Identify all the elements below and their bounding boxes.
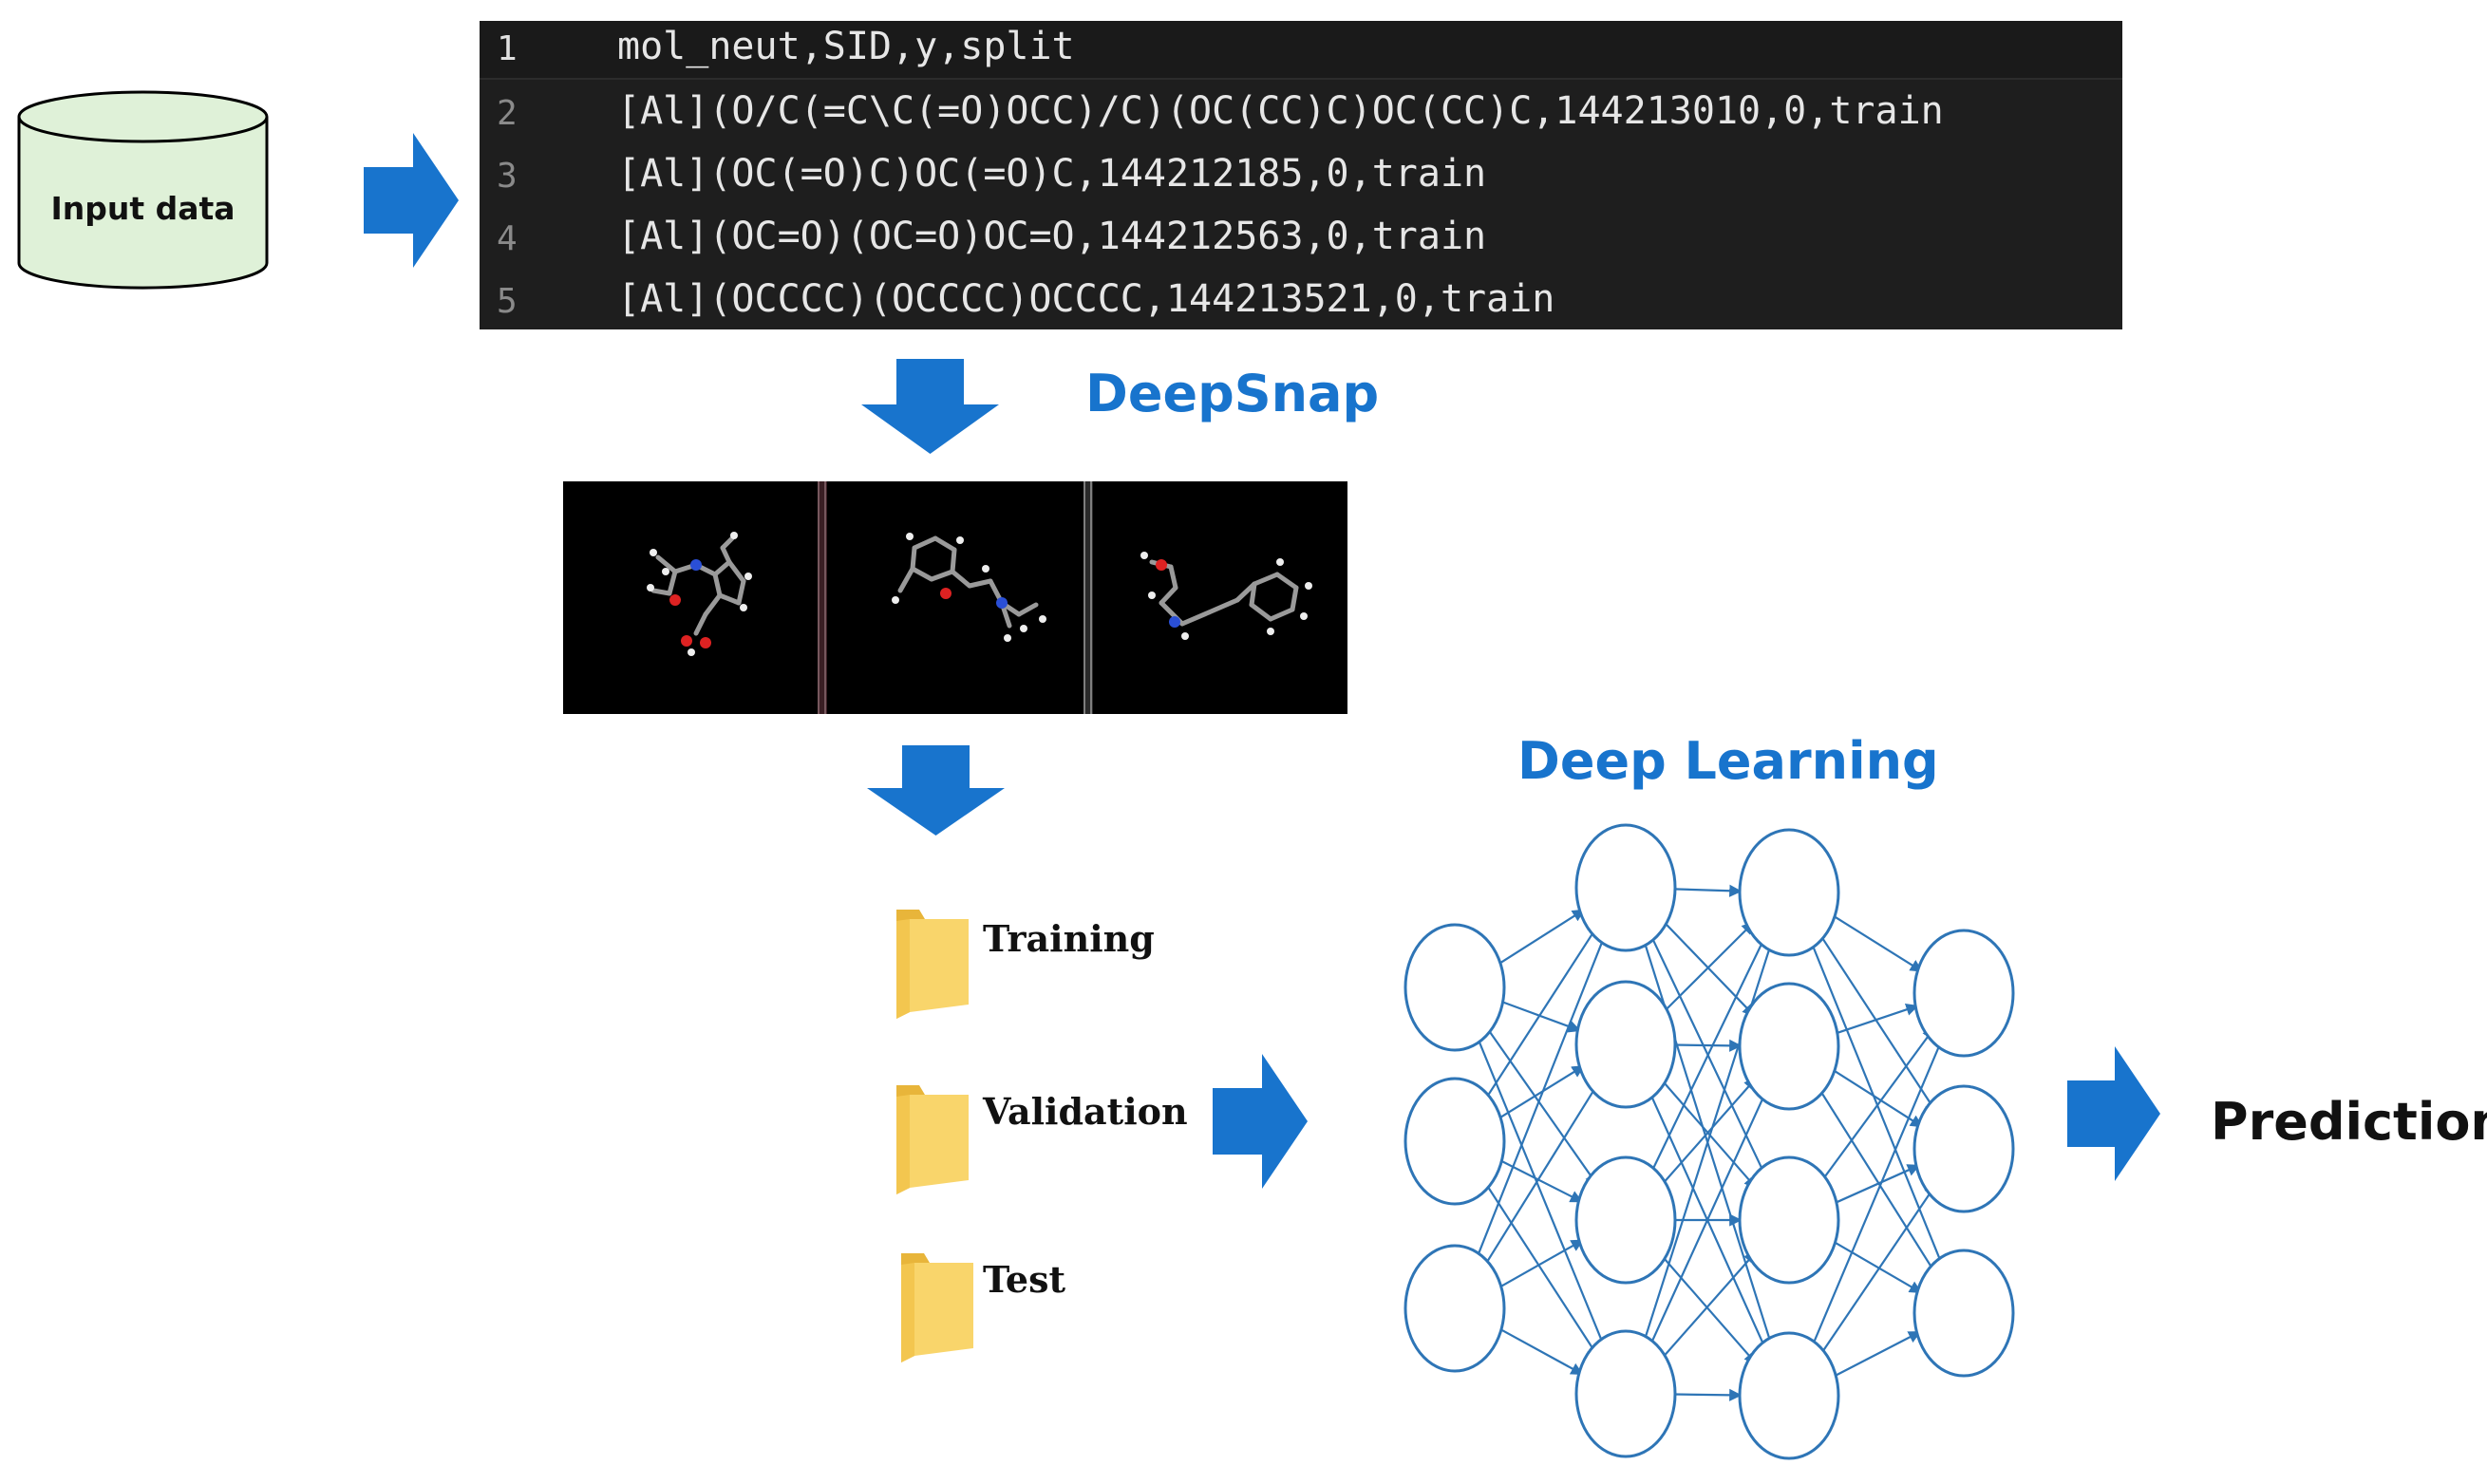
network-connection [1498,1326,1584,1376]
network-connection [1646,930,1769,1182]
right-arrow-icon [2067,1046,2160,1181]
network-connection [1660,921,1755,1016]
network-node [1404,1077,1506,1206]
network-connection [1806,932,1948,1274]
code-line: 1 mol_neut,SID,y,split [480,23,2122,85]
code-line: 5 [Al](OCCCC)(OCCCC)OCCCC,144213521,0,tr… [480,275,2122,338]
network-connection [1814,1082,1939,1278]
network-node [1404,923,1506,1052]
folder-icon [901,1253,973,1362]
line-text: mol_neut,SID,y,split [617,25,1075,68]
network-node [1912,1249,2015,1378]
network-node [1574,1155,1677,1285]
code-line: 2 [Al](O/C(=C\C(=O)OCC)/C)(OC(CC)C)OC(CC… [480,87,2122,150]
network-connection [1673,1039,1743,1052]
network-connection [1816,1183,1937,1361]
line-text: [Al](OC=O)(OC=O)OC=O,144212563,0,train [617,215,1487,258]
down-arrow-icon [867,745,1005,836]
right-arrow-icon [364,133,459,268]
prediction-label: Prediction [2211,1092,2487,1152]
line-text: [Al](O/C(=C\C(=O)OCC)/C)(OC(CC)C)OC(CC)C… [617,89,1944,133]
deepsnap-title: DeepSnap [1085,364,1380,423]
network-node [1912,1084,2015,1213]
network-connection [1807,1032,1947,1357]
right-arrow-icon [1213,1054,1308,1189]
training-folder-label: Training [983,917,1155,960]
folder-icon [896,910,969,1019]
network-connection [1830,913,1923,972]
network-connection [1832,1330,1922,1379]
network-connection [1497,1239,1584,1289]
network-connection [1658,1250,1757,1363]
folder-icon [896,1085,969,1194]
network-connection [1480,923,1600,1106]
csv-code-panel: 1 mol_neut,SID,y,split 2 [Al](O/C(=C\C(=… [480,21,2122,329]
line-number: 5 [497,282,518,321]
line-text: [Al](OC(=O)C)OC(=O)C,144212185,0,train [617,152,1487,196]
deep-learning-title: Deep Learning [1517,731,1939,791]
network-connection [1482,1022,1598,1186]
network-node [1738,1331,1840,1460]
network-connection [1498,1158,1583,1203]
network-connection [1831,1239,1923,1294]
network-node [1738,828,1840,957]
current-line-highlight [480,21,2122,80]
molecule-snapshots-image [563,481,1347,714]
input-data-cylinder-icon [17,90,269,290]
network-node [1404,1244,1506,1373]
line-number: 2 [497,94,518,133]
network-connection [1496,1064,1585,1121]
network-connection [1496,909,1586,967]
network-connection [1835,1003,1919,1035]
validation-folder-label: Validation [983,1090,1188,1133]
line-text: [Al](OCCCC)(OCCCC)OCCCC,144213521,0,trai… [617,277,1555,321]
test-folder-label: Test [983,1258,1066,1301]
line-number: 1 [497,29,518,68]
network-node [1738,1155,1840,1285]
network-connection [1673,1388,1743,1401]
line-number: 4 [497,219,518,258]
network-connection [1673,884,1743,897]
network-connection [1645,1084,1770,1355]
network-connection [1658,1077,1757,1190]
network-connection [1472,927,1610,1268]
network-node [1574,823,1677,952]
network-node [1574,980,1677,1109]
line-number: 3 [497,157,518,196]
network-connection [1830,1067,1924,1128]
network-connection [1479,1080,1601,1272]
network-node [1574,1329,1677,1458]
network-connection [1833,1164,1921,1205]
network-connection [1480,1176,1600,1359]
code-line: 3 [Al](OC(=O)C)OC(=O)C,144212185,0,train [480,150,2122,213]
network-connection [1818,1026,1935,1187]
network-node [1912,929,2015,1058]
neural-network-diagram [1404,823,2015,1460]
code-line: 4 [Al](OC=O)(OC=O)OC=O,144212563,0,train [480,213,2122,275]
down-arrow-icon [861,359,999,454]
network-node [1738,982,1840,1111]
input-data-label: Input data [50,190,236,227]
